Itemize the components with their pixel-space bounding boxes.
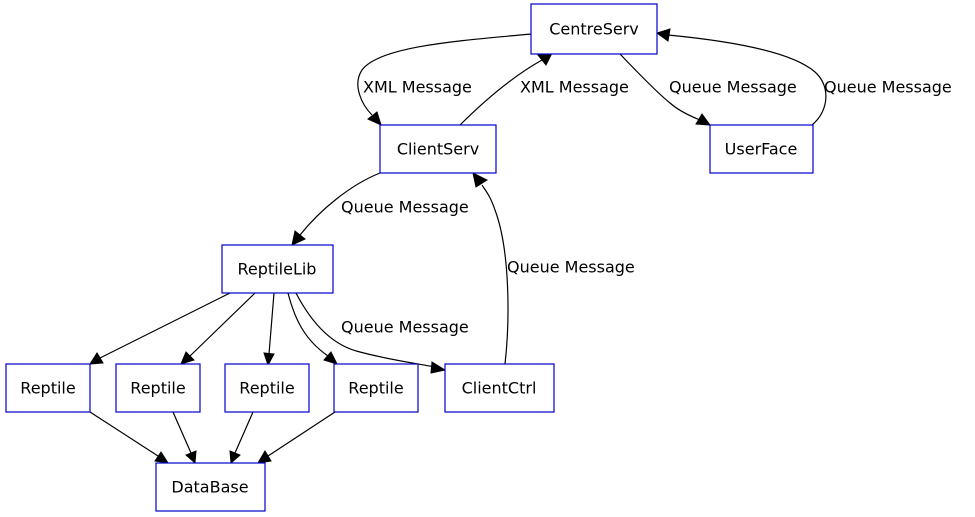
node-userface: UserFace (709, 124, 814, 174)
node-database-label: DataBase (171, 478, 248, 497)
label-reptilelib-to-clientctrl: Queue Message (341, 318, 469, 337)
node-clientserv: ClientServ (379, 124, 497, 174)
edge-clientserv-to-reptilelib (291, 172, 381, 246)
node-reptile-2-label: Reptile (130, 379, 185, 398)
edge-reptilelib-to-reptile3 (263, 292, 275, 367)
label-clientserv-to-reptilelib: Queue Message (341, 198, 469, 217)
node-centreserv: CentreServ (530, 3, 658, 55)
label-centreserv-to-clientserv: XML Message (363, 78, 472, 97)
edge-centreserv-to-clientserv (357, 33, 532, 126)
node-reptile-4: Reptile (333, 363, 419, 413)
node-reptile-3-label: Reptile (239, 379, 294, 398)
node-reptilelib: ReptileLib (221, 244, 334, 294)
node-reptile-1: Reptile (5, 363, 91, 413)
edge-userface-to-centreserv (655, 28, 827, 126)
node-centreserv-label: CentreServ (549, 20, 639, 39)
node-reptile-1-label: Reptile (20, 379, 75, 398)
node-clientctrl-label: ClientCtrl (462, 379, 537, 398)
edge-reptile1-to-database (89, 411, 170, 464)
node-clientctrl: ClientCtrl (444, 363, 555, 413)
edge-reptilelib-to-reptile4 (287, 292, 338, 365)
node-reptile-4-label: Reptile (348, 379, 403, 398)
label-centreserv-to-userface: Queue Message (669, 78, 797, 97)
node-reptile-2: Reptile (115, 363, 201, 413)
edge-clientctrl-to-clientserv (472, 172, 509, 365)
edge-reptile4-to-database (257, 411, 336, 464)
node-reptilelib-label: ReptileLib (238, 260, 317, 279)
node-database: DataBase (155, 462, 266, 512)
edge-centreserv-to-userface (619, 53, 712, 126)
edge-reptilelib-to-reptile1 (89, 292, 231, 365)
edge-reptilelib-to-reptile2 (180, 292, 256, 365)
edge-reptile2-to-database (172, 411, 197, 465)
label-userface-to-centreserv: Queue Message (824, 78, 952, 97)
label-clientserv-to-centreserv: XML Message (520, 78, 629, 97)
node-reptile-3: Reptile (224, 363, 310, 413)
node-userface-label: UserFace (725, 140, 798, 159)
label-clientctrl-to-clientserv: Queue Message (507, 258, 635, 277)
edge-reptile3-to-database (229, 411, 254, 465)
node-clientserv-label: ClientServ (397, 140, 479, 159)
